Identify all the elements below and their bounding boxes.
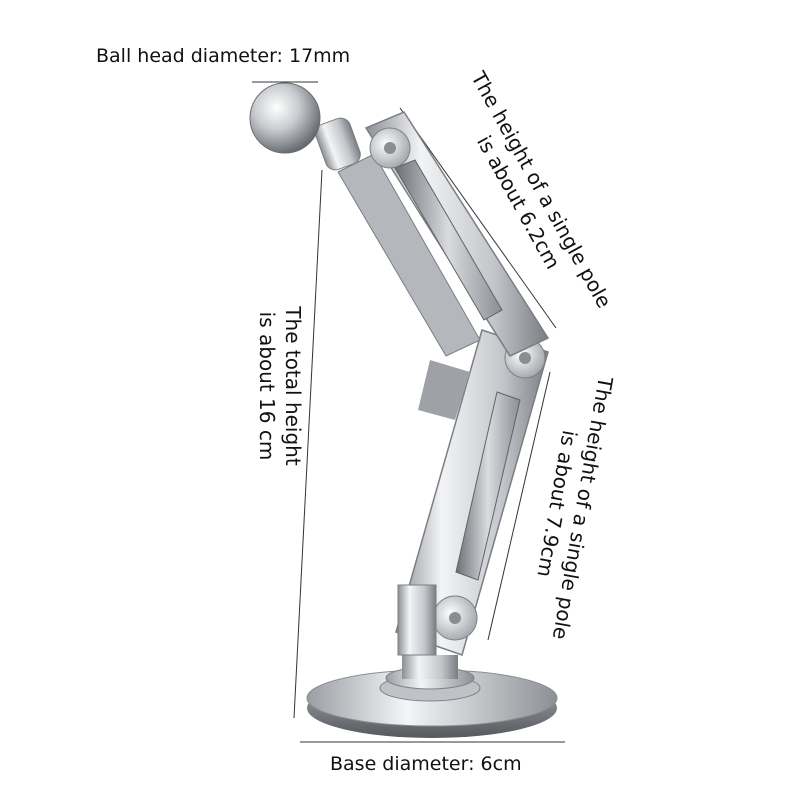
upper-pole (337, 111, 550, 357)
upper-pole-measure-line (399, 107, 557, 329)
ball-head (249, 82, 361, 171)
total-height-label: The total height is about 16 cm (254, 286, 306, 486)
lower-pole-measure-line (487, 371, 551, 641)
ball-head-label: Ball head diameter: 17mm (96, 45, 351, 67)
total-height-label-line1: The total height (281, 306, 305, 466)
total-height-label-line2: is about 16 cm (255, 311, 279, 461)
base-disc (306, 655, 558, 738)
total-height-measure-line (293, 169, 323, 719)
base-label: Base diameter: 6cm (330, 753, 522, 775)
measure-lines (252, 81, 565, 743)
